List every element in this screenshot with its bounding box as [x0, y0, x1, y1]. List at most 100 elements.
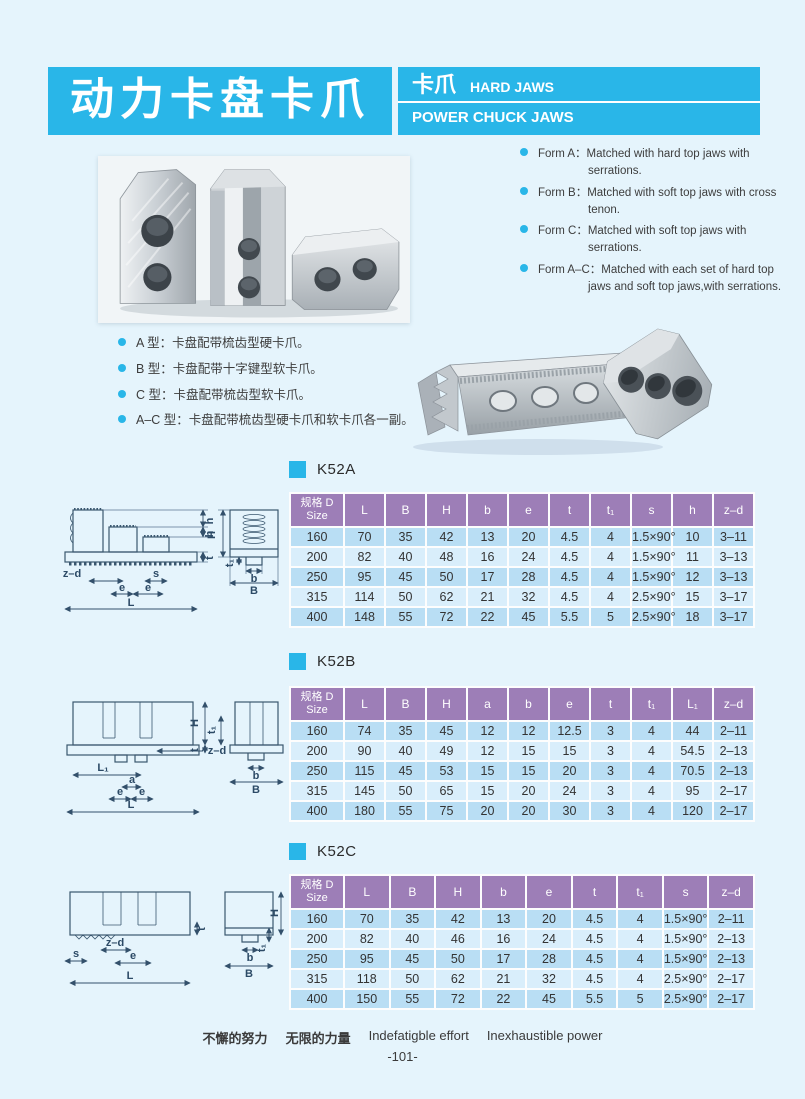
- spec-cell: 315: [291, 588, 343, 606]
- spec-cell: 95: [345, 568, 384, 586]
- spec-cell: 4.5: [550, 528, 589, 546]
- spec-cell: 4.5: [572, 950, 617, 968]
- spec-cell: 5.5: [550, 608, 589, 626]
- spec-cell: 118: [345, 970, 389, 988]
- spec-cell: 160: [291, 528, 343, 546]
- spec-cell: 46: [436, 930, 480, 948]
- spec-cell: 50: [390, 970, 435, 988]
- spec-cell: 4: [591, 588, 630, 606]
- dim-label: a: [129, 774, 136, 786]
- dim-label: e: [139, 786, 145, 798]
- list-item: Form A：Matched with hard top jaws with s…: [520, 146, 786, 181]
- spec-cell: 2–11: [714, 722, 753, 740]
- header-subtitle-box: 卡爪 HARD JAWS POWER CHUCK JAWS: [398, 67, 760, 135]
- spec-cell: 53: [427, 762, 466, 780]
- column-header: L: [345, 876, 389, 908]
- spec-cell: 15: [673, 588, 712, 606]
- dim-label: z–d: [106, 937, 124, 949]
- spec-cell: 20: [468, 802, 507, 820]
- spec-cell: 90: [345, 742, 384, 760]
- note-text: C 型：卡盘配带梳齿型软卡爪。: [136, 387, 312, 402]
- spec-cell: 2.5×90°: [663, 970, 708, 988]
- spec-cell: 13: [468, 528, 507, 546]
- bullet-icon: [118, 415, 126, 424]
- section-square-icon: [289, 653, 306, 670]
- section-title: K52C: [317, 843, 357, 860]
- spec-cell: 4: [618, 950, 662, 968]
- column-header: t: [550, 494, 589, 526]
- spec-cell: 30: [550, 802, 589, 820]
- spec-cell: 2.5×90°: [632, 588, 676, 606]
- column-header: s: [632, 494, 671, 526]
- spec-cell: 4: [632, 802, 671, 820]
- spec-cell: 45: [390, 950, 435, 968]
- column-header: 规格 D Size: [291, 494, 343, 526]
- spec-cell: 35: [390, 910, 435, 928]
- dim-label: t: [189, 748, 201, 752]
- spec-cell: 4.5: [572, 910, 617, 928]
- spec-cell: 65: [427, 782, 466, 800]
- dimension-drawing-k52c: t z–d s e L H t₁ b: [45, 880, 285, 1020]
- spec-cell: 2–13: [709, 930, 753, 948]
- dim-label: b: [253, 770, 260, 782]
- note-text: B 型：卡盘配带十字键型软卡爪。: [136, 361, 323, 376]
- spec-cell: 315: [291, 970, 343, 988]
- dim-label: e: [145, 582, 151, 594]
- section-square-icon: [289, 843, 306, 860]
- spec-cell: 40: [386, 548, 425, 566]
- spec-cell: 20: [509, 528, 548, 546]
- side-view-dimensions: t z–d s e L: [64, 921, 208, 987]
- spec-cell: 2.5×90°: [632, 608, 676, 626]
- spec-cell: 35: [386, 722, 425, 740]
- spec-cell: 40: [386, 742, 425, 760]
- spec-cell: 5: [591, 608, 630, 626]
- spec-cell: 2–17: [709, 990, 753, 1008]
- spec-cell: 180: [345, 802, 384, 820]
- spec-cell: 20: [509, 782, 548, 800]
- spec-cell: 4: [618, 910, 662, 928]
- form-notes-cn: A 型：卡盘配带梳齿型硬卡爪。B 型：卡盘配带十字键型软卡爪。C 型：卡盘配带梳…: [118, 334, 426, 437]
- spec-cell: 4: [632, 782, 671, 800]
- spec-cell: 45: [527, 990, 571, 1008]
- dim-label: b: [251, 573, 258, 585]
- spec-cell: 3–13: [714, 568, 753, 586]
- product-photo-soft-jaws: [388, 296, 720, 468]
- spec-cell: 1.5×90°: [632, 568, 676, 586]
- spec-cell: 2.5×90°: [663, 990, 708, 1008]
- dim-label: L: [128, 597, 135, 609]
- spec-cell: 21: [468, 588, 507, 606]
- spec-cell: 12: [468, 742, 507, 760]
- spec-cell: 10: [673, 528, 712, 546]
- spec-cell: 1.5×90°: [663, 910, 708, 928]
- bullet-icon: [118, 338, 126, 346]
- spec-cell: 4: [618, 970, 662, 988]
- angled-jaw-block: [603, 328, 713, 440]
- front-view: [229, 509, 279, 566]
- column-header: t: [572, 876, 617, 908]
- spec-cell: 70.5: [673, 762, 712, 780]
- spec-cell: 150: [345, 990, 389, 1008]
- spec-cell: 50: [427, 568, 466, 586]
- side-view-dimensions: h h t z–d s e e L: [63, 509, 216, 613]
- page-title: 动力卡盘卡爪: [48, 67, 392, 135]
- spec-cell: 32: [527, 970, 571, 988]
- bullet-icon: [118, 389, 126, 398]
- column-header: z–d: [709, 876, 753, 908]
- column-header: 规格 D Size: [291, 876, 343, 908]
- column-header: B: [390, 876, 435, 908]
- spec-cell: 2–13: [714, 762, 753, 780]
- column-header: t₁: [632, 688, 671, 720]
- note-text: Form A–C：Matched with each set of hard t…: [538, 263, 782, 293]
- spec-cell: 15: [468, 782, 507, 800]
- spec-cell: 20: [509, 802, 548, 820]
- page-number: -101-: [387, 1049, 418, 1064]
- dim-label: z–d: [208, 745, 226, 757]
- spec-cell: 16: [468, 548, 507, 566]
